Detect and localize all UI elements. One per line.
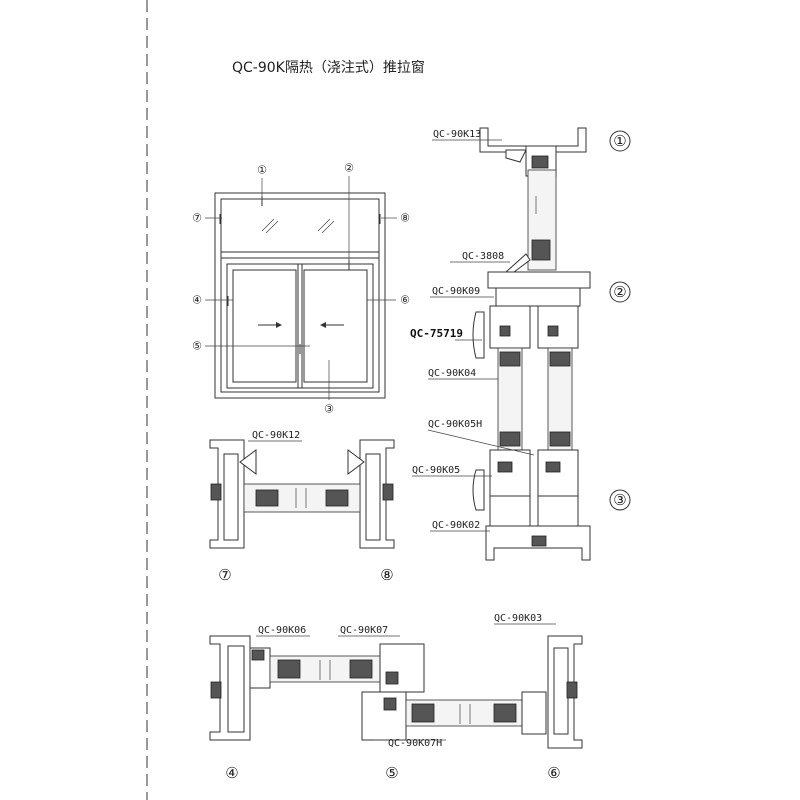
slide-arrow-left (320, 322, 344, 328)
sash-6-seal-l (411, 703, 435, 723)
window-elevation: ① ② ③ ④ ⑤ ⑥ ⑦ ⑧ (192, 162, 410, 416)
left-glass-seal-bottom (499, 431, 521, 447)
glass-seal-right (325, 489, 349, 507)
label-k09: QC-90K09 (432, 286, 480, 297)
callout-6: ⑥ (400, 294, 410, 307)
section-num-5: ⑤ (385, 764, 398, 782)
k07h-seal (383, 697, 397, 711)
interlock-k07 (379, 643, 425, 693)
right-glass-seal-bottom (549, 431, 571, 447)
section-num-3: ③ (613, 491, 626, 509)
sill-seal (531, 535, 547, 547)
section-circle-2 (609, 281, 631, 303)
section-circle-3 (609, 489, 631, 511)
label-k03: QC-90K03 (494, 613, 542, 624)
glass-hatch (261, 218, 335, 234)
sash-4-seal-l (277, 659, 301, 679)
slide-arrow-right (258, 322, 282, 328)
jamb-4-inner (227, 645, 245, 733)
left-sash-bottom (489, 449, 531, 497)
jamb-4-seal (210, 681, 222, 699)
section-num-4: ④ (225, 764, 238, 782)
callout-3: ③ (324, 403, 334, 416)
label-k05: QC-90K05 (412, 465, 460, 476)
transom-glass-seal (531, 239, 551, 261)
jamb-left-seal (210, 483, 222, 501)
vertical-section: QC-90K13 QC-3808 QC-90K09 QC-75719 QC-90… (410, 127, 631, 561)
callout-7: ⑦ (192, 212, 202, 225)
left-glass-seal-top (499, 351, 521, 367)
callout-5: ⑤ (192, 340, 202, 353)
left-sash-top-seal (499, 325, 511, 337)
jamb-right-clip (347, 449, 365, 475)
inner-frame (220, 198, 380, 393)
jamb-left-inner (223, 453, 239, 541)
section-num-2: ② (613, 283, 626, 301)
right-sash-bottom-seal (545, 461, 561, 473)
callout-leaders (205, 176, 397, 400)
left-sash-rail (489, 495, 531, 527)
section-num-7: ⑦ (218, 566, 231, 584)
label-3808: QC-3808 (462, 251, 504, 262)
section-num-8: ⑧ (380, 566, 393, 584)
left-sash-bottom-seal (497, 461, 513, 473)
profile-3808 (504, 253, 531, 273)
label-k04: QC-90K04 (428, 368, 476, 379)
label-k12: QC-90K12 (252, 430, 300, 441)
right-sash-top-seal (547, 325, 559, 337)
jamb-6-seal (566, 681, 578, 699)
callout-2: ② (344, 162, 354, 175)
right-glass-seal-top (549, 351, 571, 367)
callout-4: ④ (192, 294, 202, 307)
k12-clip (239, 449, 257, 475)
section-7-8: QC-90K12 ⑦ ⑧ (209, 430, 395, 584)
jamb-right-inner (365, 453, 381, 541)
profile-75719 (472, 311, 485, 359)
jamb-6-inner (553, 647, 569, 735)
outer-frame (214, 192, 386, 399)
label-75719: QC-75719 (410, 327, 463, 340)
section-cut-marks (219, 196, 381, 354)
k09-body (495, 287, 581, 307)
jamb-right-seal (382, 483, 394, 501)
label-k07h: QC-90K07H (388, 738, 442, 749)
right-sash-rail (537, 495, 579, 527)
label-k13: QC-90K13 (433, 129, 481, 140)
sash-6-seal-r (493, 703, 517, 723)
label-k05h: QC-90K05H (428, 419, 482, 430)
left-sash (226, 263, 303, 389)
drawing-title: QC-90K隔热（浇注式）推拉窗 (232, 59, 425, 76)
callout-8: ⑧ (400, 212, 410, 225)
left-sash-glass (232, 269, 297, 383)
profile-k09 (487, 271, 591, 289)
sash-4-seal-r (349, 659, 373, 679)
k07-seal (385, 671, 399, 685)
section-4-5-6: QC-90K06 QC-90K07 QC-90K07H QC-90K03 ④ ⑤ (209, 613, 583, 782)
section-circle-1 (609, 130, 631, 152)
right-sash-bottom (537, 449, 579, 497)
k13-seal (531, 155, 549, 169)
k13-clip (505, 149, 527, 163)
label-k02: QC-90K02 (432, 520, 480, 531)
profile-k13 (479, 127, 587, 153)
section-num-1: ① (613, 132, 626, 150)
label-k06: QC-90K06 (258, 625, 306, 636)
section-num-6: ⑥ (547, 764, 560, 782)
leader-k05h (427, 429, 535, 456)
k06-seal (251, 649, 265, 661)
callout-1: ① (257, 164, 267, 177)
right-sash-glass (303, 269, 368, 383)
sash-6-stile (521, 691, 547, 735)
right-sash (297, 263, 374, 389)
glass-seal-left (255, 489, 279, 507)
label-k07: QC-90K07 (340, 625, 388, 636)
